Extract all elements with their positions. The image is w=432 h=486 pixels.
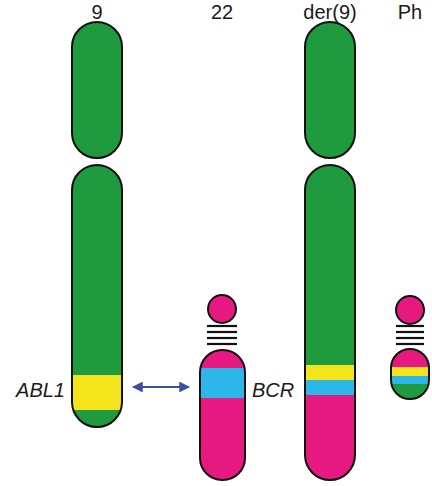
derivative-chromosome-9: [305, 22, 355, 480]
chromosome-label: 9: [91, 2, 102, 22]
chromosome-22: [200, 295, 245, 480]
philadelphia-chromosome: [391, 296, 429, 399]
exchange-arrow: [133, 386, 189, 388]
gene-label: BCR: [252, 380, 294, 400]
chromosome-label: 22: [211, 2, 233, 22]
chromosome-label: Ph: [398, 2, 422, 22]
gene-label: ABL1: [16, 380, 65, 400]
chromosome-label: der(9): [303, 2, 356, 22]
chromosome-9: [72, 22, 122, 427]
